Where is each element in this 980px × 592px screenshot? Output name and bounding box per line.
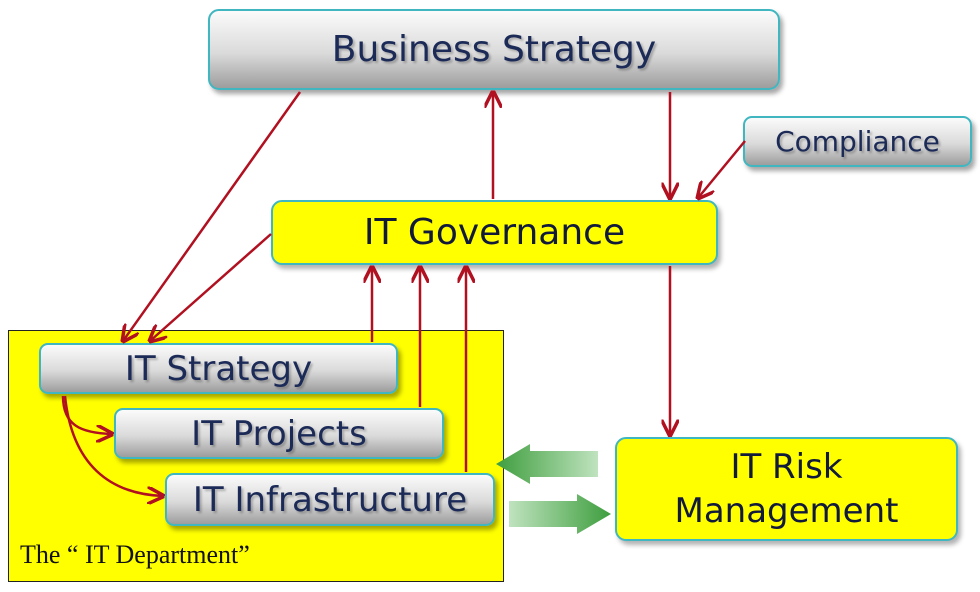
it-governance-box: IT Governance bbox=[271, 200, 718, 265]
it-governance-label: IT Governance bbox=[363, 212, 626, 253]
exchange-arrow-right bbox=[509, 494, 611, 534]
arrow-it-strategy-to-infrastructure bbox=[63, 395, 163, 496]
business-strategy-box: Business Strategy bbox=[208, 9, 780, 90]
it-infrastructure-box: IT Infrastructure bbox=[165, 473, 495, 526]
it-projects-label: IT Projects bbox=[191, 413, 367, 454]
it-risk-management-box: IT Risk Management bbox=[615, 437, 958, 541]
exchange-arrow-left bbox=[496, 444, 598, 484]
it-strategy-box: IT Strategy bbox=[39, 343, 398, 394]
arrow-business-to-it-strategy bbox=[123, 91, 302, 341]
compliance-box: Compliance bbox=[743, 116, 972, 167]
compliance-label: Compliance bbox=[775, 125, 940, 158]
arrow-governance-to-it-strategy bbox=[150, 233, 272, 341]
it-risk-management-label-line2: Management bbox=[674, 491, 899, 531]
business-strategy-label: Business Strategy bbox=[331, 29, 657, 70]
it-infrastructure-label: IT Infrastructure bbox=[192, 479, 468, 520]
it-strategy-label: IT Strategy bbox=[124, 348, 313, 389]
arrow-compliance-to-governance bbox=[698, 140, 746, 198]
it-projects-box: IT Projects bbox=[114, 408, 444, 459]
arrow-it-strategy-to-projects bbox=[61, 395, 112, 434]
it-risk-management-label-line1: IT Risk bbox=[730, 447, 843, 487]
it-department-label: The “ IT Department” bbox=[20, 540, 250, 569]
